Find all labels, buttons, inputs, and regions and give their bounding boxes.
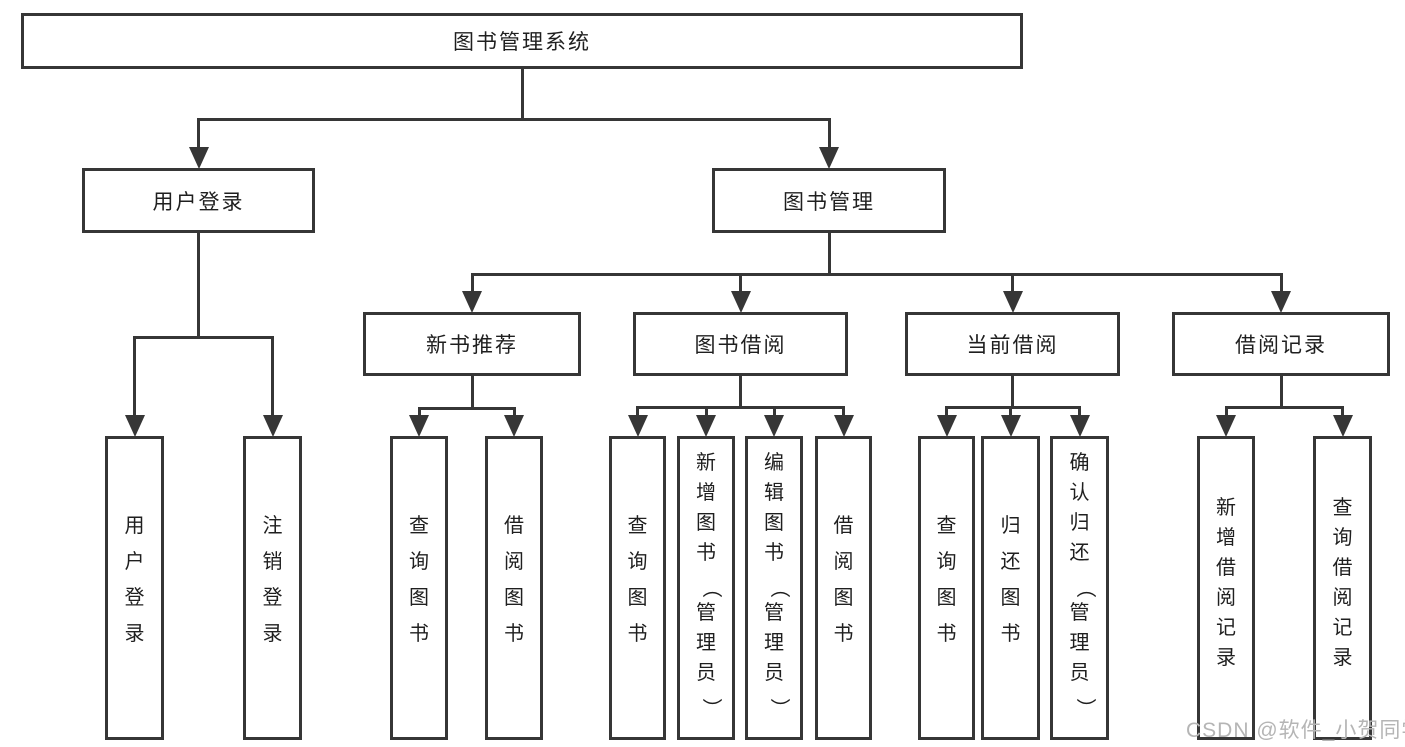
arrow-down-icon (764, 415, 784, 437)
arrow-down-icon (504, 415, 524, 437)
connector-rail (945, 406, 1081, 409)
arrow-down-icon (1000, 415, 1021, 437)
node-label: 注销登录 (262, 515, 283, 645)
connector-drop (1078, 406, 1081, 416)
arrow-down-icon (696, 415, 716, 437)
connector-drop (1224, 406, 1228, 416)
connector-drop (417, 407, 421, 416)
arrow-down-icon (936, 415, 957, 437)
connector-stem (1011, 376, 1014, 409)
node-label: 查询借阅记录 (1332, 497, 1353, 669)
arrow-down-icon (730, 291, 751, 313)
arrow-down-icon (627, 415, 648, 437)
node-label: 用户登录 (124, 515, 145, 645)
arrow-down-icon (1271, 291, 1291, 313)
arrow-down-icon (409, 415, 429, 437)
connector-drop (1341, 406, 1344, 416)
connector-drop (470, 273, 474, 292)
node-label: 新增图书（管理员） (696, 452, 722, 718)
connector-drop (133, 336, 136, 416)
node-label: 图书管理 (783, 190, 875, 214)
connector-stem (739, 376, 742, 409)
node-book-mgmt: 图书管理 (712, 168, 946, 233)
node-br-add: 新增借阅记录 (1197, 436, 1255, 740)
arrow-down-icon (1332, 415, 1353, 437)
node-label: 新书推荐 (426, 334, 518, 357)
node-rec-borrow: 借阅图书 (485, 436, 543, 740)
node-label: 新增借阅记录 (1216, 497, 1236, 669)
connector-rail (417, 407, 516, 410)
connector-drop (704, 406, 708, 416)
node-new-book-rec: 新书推荐 (363, 312, 581, 376)
connector-drop (271, 336, 274, 416)
node-cb-confirm: 确认归还（管理员） (1050, 436, 1109, 740)
connector-drop (1279, 273, 1283, 292)
connector-stem (827, 233, 831, 276)
arrow-down-icon (188, 147, 209, 169)
node-label: 当前借阅 (966, 334, 1059, 357)
node-label: 借阅图书 (833, 515, 854, 645)
connector-stem (520, 69, 524, 121)
watermark: CSDN @软件_小贺同学 (1186, 719, 1405, 742)
arrow-down-icon (1002, 291, 1023, 313)
node-label: 编辑图书（管理员） (764, 452, 790, 718)
arrow-down-icon (1069, 415, 1090, 437)
node-label: 借阅记录 (1235, 334, 1327, 357)
node-current-borrow: 当前借阅 (905, 312, 1120, 376)
node-label: 查询图书 (627, 515, 648, 645)
node-logout-leaf: 注销登录 (243, 436, 302, 740)
node-label: 查询图书 (936, 515, 957, 645)
node-book-borrow: 图书借阅 (633, 312, 848, 376)
node-borrow-records: 借阅记录 (1172, 312, 1390, 376)
node-label: 确认归还（管理员） (1069, 452, 1096, 718)
connector-drop (636, 406, 639, 416)
node-label: 用户登录 (152, 190, 245, 214)
connector-stem (197, 233, 200, 339)
node-label: 借阅图书 (504, 515, 524, 645)
arrow-down-icon (262, 415, 283, 437)
node-bb-add: 新增图书（管理员） (677, 436, 735, 740)
arrow-down-icon (833, 415, 854, 437)
node-label: 查询图书 (409, 515, 429, 645)
connector-stem (470, 376, 474, 410)
connector-drop (512, 407, 516, 416)
node-user-login: 用户登录 (82, 168, 315, 233)
connector-drop (197, 118, 200, 148)
connector-stem (1279, 376, 1283, 409)
node-root: 图书管理系统 (21, 13, 1023, 69)
connector-rail (470, 273, 1283, 276)
connector-rail (133, 336, 274, 339)
connector-rail (197, 118, 831, 121)
arrow-down-icon (124, 415, 145, 437)
node-label: 归还图书 (1000, 515, 1021, 645)
connector-drop (772, 406, 776, 416)
node-rec-query: 查询图书 (390, 436, 448, 740)
arrow-down-icon (819, 147, 839, 169)
connector-drop (842, 406, 845, 416)
connector-rail (1224, 406, 1344, 409)
arrow-down-icon (1216, 415, 1236, 437)
connector-drop (1011, 273, 1014, 292)
connector-rail (636, 406, 845, 409)
node-label: 图书管理系统 (453, 31, 591, 54)
connector-drop (827, 118, 831, 148)
connector-drop (1009, 406, 1012, 416)
node-br-query: 查询借阅记录 (1313, 436, 1372, 740)
connector-drop (945, 406, 948, 416)
node-cb-return: 归还图书 (981, 436, 1040, 740)
node-user-login-leaf: 用户登录 (105, 436, 164, 740)
arrow-down-icon (462, 291, 482, 313)
connector-drop (739, 273, 742, 292)
node-cb-query: 查询图书 (918, 436, 975, 740)
node-bb-query: 查询图书 (609, 436, 666, 740)
node-bb-borrow: 借阅图书 (815, 436, 872, 740)
node-bb-edit: 编辑图书（管理员） (745, 436, 803, 740)
node-label: 图书借阅 (694, 334, 787, 357)
